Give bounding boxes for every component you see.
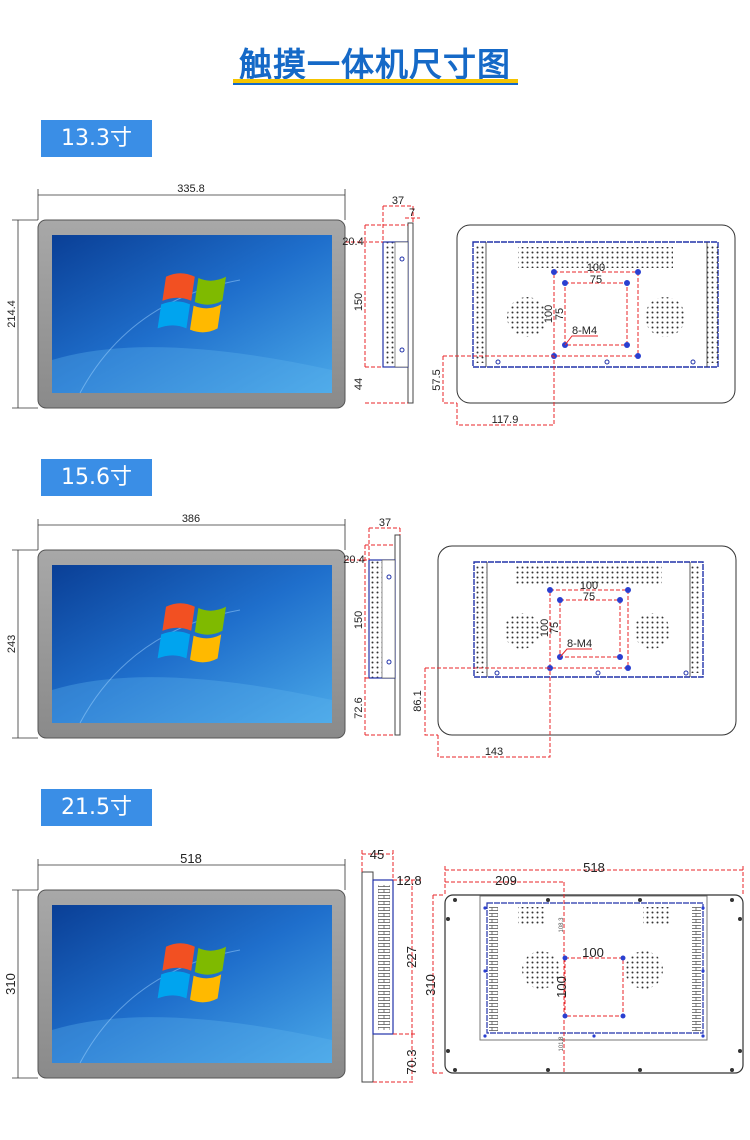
side-view-13-3: 37 7 20.4 150 44 [342, 195, 420, 404]
back-view-15-6: 100 75 100 75 8-M4 86.1 143 [412, 545, 737, 758]
front-view-13-3: 335.8 214.4 [6, 183, 345, 408]
back-width-label: 518 [583, 860, 605, 875]
front-width-label: 335.8 [177, 183, 205, 195]
front-height-label: 310 [3, 973, 18, 995]
vesa-inner-vertical-label: 75 [549, 622, 561, 634]
side-mount-label: 150 [353, 611, 365, 629]
page-title: 触摸一体机尺寸图 [239, 45, 511, 84]
side-bottom-label: 70.3 [404, 1049, 419, 1074]
title-underline-blue [233, 83, 518, 85]
vesa-inner-label: 75 [583, 591, 595, 603]
section-label-13-3: 13.3寸 [41, 120, 152, 157]
front-height-label: 214.4 [6, 300, 18, 328]
side-top-label: 20.4 [343, 554, 364, 566]
vesa-bottom-gap-label: 101.8 [559, 1036, 565, 1052]
screw-spec-label: 8-M4 [567, 638, 592, 650]
side-view-21-5: 45 12.8 227 70.3 [361, 847, 422, 1083]
side-depth-label: 37 [392, 195, 404, 207]
back-view-13-3: 100 75 100 75 8-M4 57.5 117.9 [431, 224, 736, 426]
back-offset-x-label: 209 [495, 873, 517, 888]
side-depth-label: 45 [370, 847, 384, 862]
vesa-outer-vertical-label: 100 [543, 305, 555, 323]
side-view-15-6: 37 20.4 150 72.6 [343, 517, 401, 736]
screw-spec-label: 8-M4 [572, 325, 597, 337]
front-width-label: 518 [180, 851, 202, 866]
title-underline [233, 79, 518, 83]
vesa-outer-vertical-label: 100 [539, 619, 551, 637]
vesa-inner-vertical-label: 75 [554, 308, 566, 320]
vesa-outer-label: 100 [587, 262, 605, 274]
front-view-21-5: 518 310 [3, 851, 345, 1078]
mount-offset-y-label: 86.1 [412, 690, 424, 711]
vesa-vertical-label: 100 [554, 976, 569, 998]
front-view-15-6: 386 243 [6, 513, 345, 738]
side-mount-label: 227 [404, 946, 419, 968]
back-view-21-5: 518 209 310 100 100 108.3 101.8 [423, 860, 744, 1074]
side-bottom-label: 72.6 [353, 697, 365, 718]
mount-offset-y-label: 57.5 [431, 369, 443, 390]
side-mount-label: 150 [353, 293, 365, 311]
side-top-label: 20.4 [342, 236, 363, 248]
side-glass-label: 7 [409, 207, 415, 219]
mount-offset-x-label: 143 [485, 746, 503, 758]
front-height-label: 243 [6, 635, 18, 653]
section-label-21-5: 21.5寸 [41, 789, 152, 826]
back-height-label: 310 [423, 974, 438, 996]
mount-offset-x-label: 117.9 [492, 414, 519, 426]
side-bottom-label: 44 [353, 378, 365, 390]
vesa-inner-label: 75 [590, 274, 602, 286]
vesa-outer-label: 100 [580, 580, 598, 592]
front-width-label: 386 [182, 513, 200, 525]
side-top-label: 12.8 [396, 873, 421, 888]
vesa-top-gap-label: 108.3 [559, 917, 565, 933]
section-label-15-6: 15.6寸 [41, 459, 152, 496]
side-depth-label: 37 [379, 517, 391, 529]
vesa-horizontal-label: 100 [582, 945, 604, 960]
